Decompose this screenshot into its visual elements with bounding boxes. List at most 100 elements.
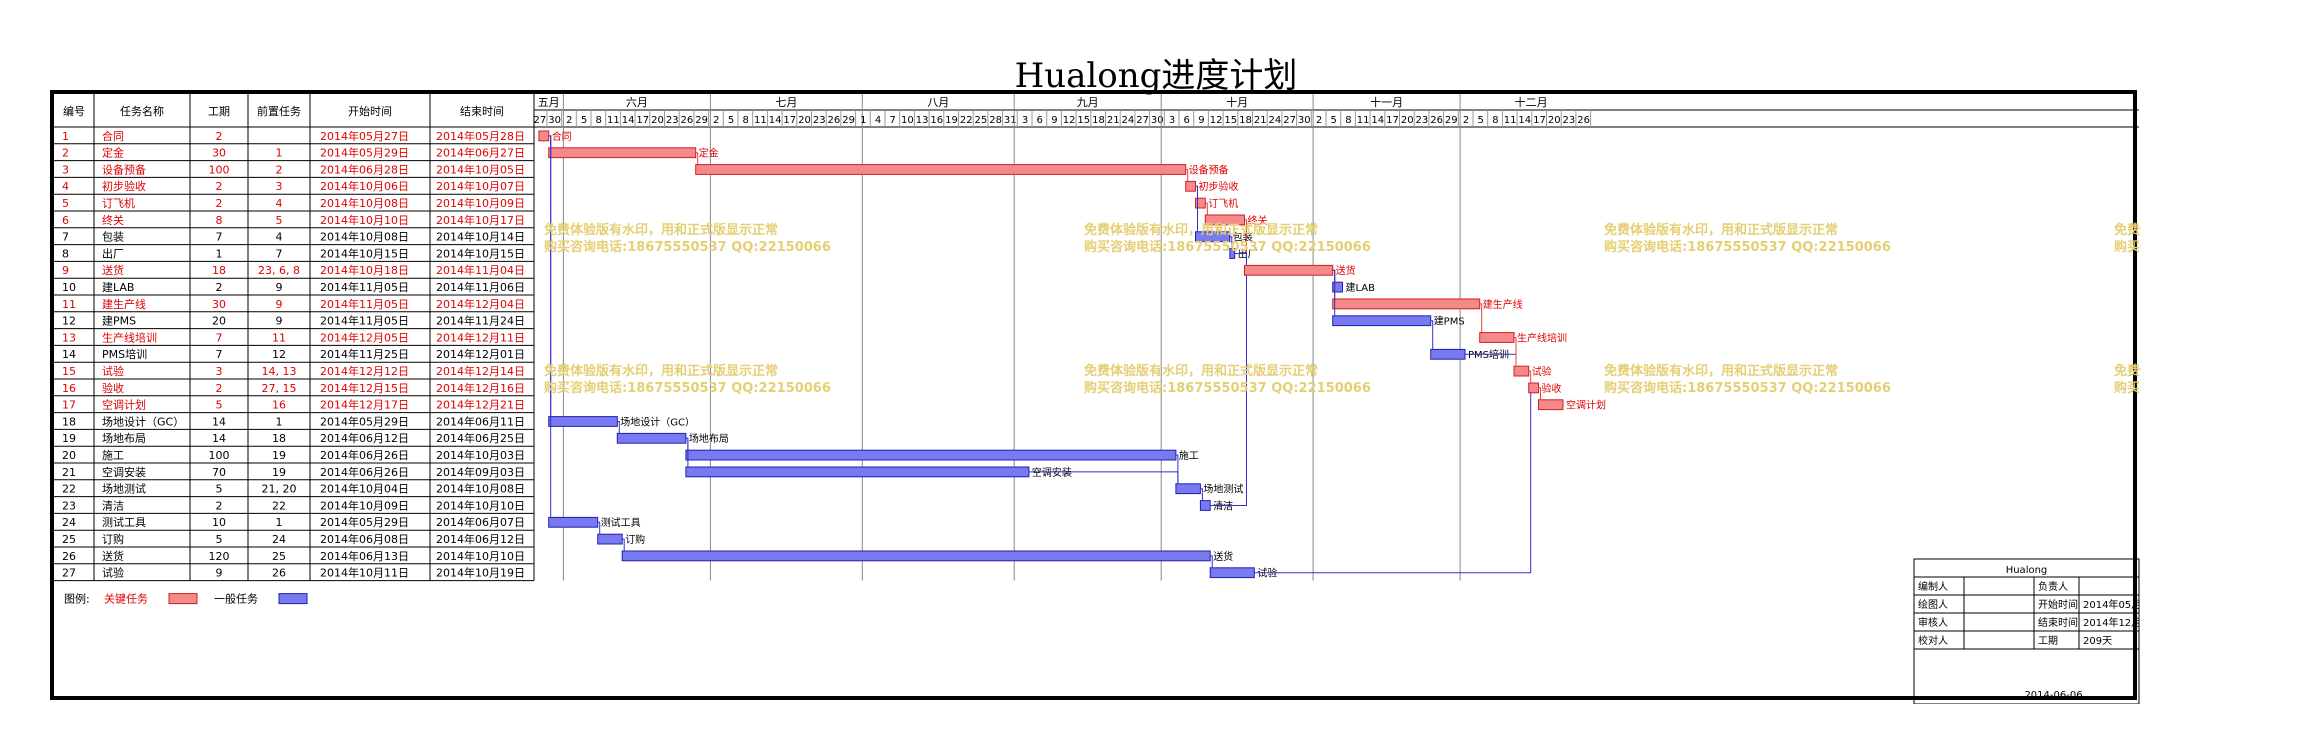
watermark-text: 购买咨询电话:18675550537 QQ:22150066 — [1604, 239, 1891, 255]
watermark-text: 购买咨询电话:18675550537 QQ:22150066 — [2114, 239, 2141, 255]
task-name: 场地设计（GC） — [102, 414, 184, 428]
gantt-bar — [1209, 567, 1255, 579]
watermark-text: 购买咨询电话:18675550537 QQ:22150066 — [544, 380, 831, 396]
task-predecessors: 3 — [276, 180, 283, 193]
task-end: 2014年06月27日 — [436, 146, 525, 160]
task-end: 2014年06月11日 — [436, 414, 525, 428]
dependency-link — [1254, 392, 1532, 574]
watermark-text: 免费体验版有水印，用和正式版显示正常 — [1604, 363, 1838, 379]
task-predecessors: 19 — [272, 466, 286, 479]
task-start: 2014年10月08日 — [320, 196, 409, 210]
task-end: 2014年06月25日 — [436, 431, 525, 445]
task-predecessors: 18 — [272, 432, 286, 445]
month-label: 八月 — [927, 96, 949, 109]
task-name: 空调计划 — [102, 398, 146, 412]
day-label: 28 — [989, 115, 1002, 126]
legend-critical-label: 关键任务 — [104, 592, 148, 606]
day-label: 14 — [622, 115, 635, 126]
info-box-cell: 工期 — [2038, 635, 2058, 647]
dependency-link — [1205, 202, 1208, 215]
task-duration: 9 — [216, 567, 223, 580]
task-name: 送货 — [102, 549, 124, 563]
task-duration: 1 — [216, 247, 223, 260]
task-id: 2 — [62, 147, 69, 160]
task-id: 7 — [62, 231, 69, 244]
task-duration: 5 — [216, 399, 223, 412]
task-predecessors: 1 — [276, 415, 283, 428]
task-id: 13 — [62, 331, 76, 344]
gantt-bar — [1175, 483, 1201, 495]
task-end: 2014年10月05日 — [436, 162, 525, 176]
task-predecessors: 9 — [276, 281, 283, 294]
month-label: 七月 — [775, 96, 797, 109]
info-box-date: 2014-06-06 — [2024, 690, 2082, 701]
column-header: 结束时间 — [460, 105, 504, 118]
gantt-bar — [616, 432, 687, 444]
task-name: 订购 — [102, 532, 124, 546]
task-id: 16 — [62, 382, 76, 395]
task-duration: 3 — [216, 365, 223, 378]
day-label: 20 — [1548, 115, 1561, 126]
day-label: 4 — [875, 115, 881, 126]
day-label: 12 — [1063, 115, 1076, 126]
task-duration: 100 — [209, 163, 230, 176]
task-name: 空调安装 — [102, 465, 146, 479]
day-label: 20 — [651, 115, 664, 126]
day-label: 14 — [769, 115, 782, 126]
day-label: 16 — [930, 115, 943, 126]
watermark-text: 免费体验版有水印，用和正式版显示正常 — [544, 222, 778, 238]
gantt-bar-label: 订购 — [625, 533, 645, 546]
gantt-bar-label: 生产线培训 — [1517, 331, 1567, 344]
dependency-link — [1332, 269, 1336, 316]
task-start: 2014年10月09日 — [320, 498, 409, 512]
task-id: 6 — [62, 214, 69, 227]
dependency-link — [695, 152, 699, 165]
task-id: 20 — [62, 449, 76, 462]
task-predecessors: 4 — [276, 231, 283, 244]
task-end: 2014年10月17日 — [436, 213, 525, 227]
gantt-bar-label: 空调计划 — [1566, 399, 1606, 412]
task-name: 测试工具 — [102, 516, 146, 529]
gantt-bar-label: 建生产线 — [1483, 298, 1523, 311]
day-label: 29 — [842, 115, 855, 126]
task-predecessors: 21, 20 — [262, 483, 297, 496]
gantt-bar — [1430, 348, 1466, 360]
task-duration: 100 — [209, 449, 230, 462]
day-label: 26 — [1430, 115, 1443, 126]
day-label: 30 — [548, 115, 561, 126]
dependency-link — [597, 521, 601, 535]
day-label: 11 — [1504, 115, 1517, 126]
day-label: 2 — [713, 115, 719, 126]
task-start: 2014年06月12日 — [320, 431, 409, 445]
task-end: 2014年10月14日 — [436, 230, 525, 244]
task-id: 24 — [62, 516, 76, 529]
day-label: 29 — [1445, 115, 1458, 126]
gantt-bar — [695, 164, 1187, 175]
task-duration: 5 — [216, 533, 223, 546]
task-predecessors: 11 — [272, 331, 286, 344]
task-end: 2014年10月09日 — [436, 196, 525, 210]
gantt-bar — [597, 533, 623, 545]
task-start: 2014年10月15日 — [320, 246, 409, 260]
task-predecessors: 26 — [272, 567, 286, 580]
info-box-cell: 2014年05月27日 — [2083, 598, 2141, 611]
day-label: 11 — [607, 115, 620, 126]
legend-normal-label: 一般任务 — [214, 593, 258, 606]
gantt-bar — [685, 449, 1177, 461]
day-label: 23 — [1416, 115, 1429, 126]
watermark-text: 购买咨询电话:18675550537 QQ:22150066 — [1604, 380, 1891, 396]
task-predecessors: 12 — [272, 348, 286, 361]
day-label: 23 — [1563, 115, 1576, 126]
day-label: 2 — [566, 115, 572, 126]
day-label: 26 — [828, 115, 841, 126]
task-start: 2014年10月06日 — [320, 179, 409, 193]
day-label: 26 — [1577, 115, 1590, 126]
task-end: 2014年12月01日 — [436, 347, 525, 361]
task-id: 19 — [62, 432, 76, 445]
dependency-link — [622, 538, 625, 551]
task-duration: 20 — [212, 315, 226, 328]
task-name: 清洁 — [102, 499, 124, 512]
task-start: 2014年10月08日 — [320, 230, 409, 244]
task-predecessors: 19 — [272, 449, 286, 462]
